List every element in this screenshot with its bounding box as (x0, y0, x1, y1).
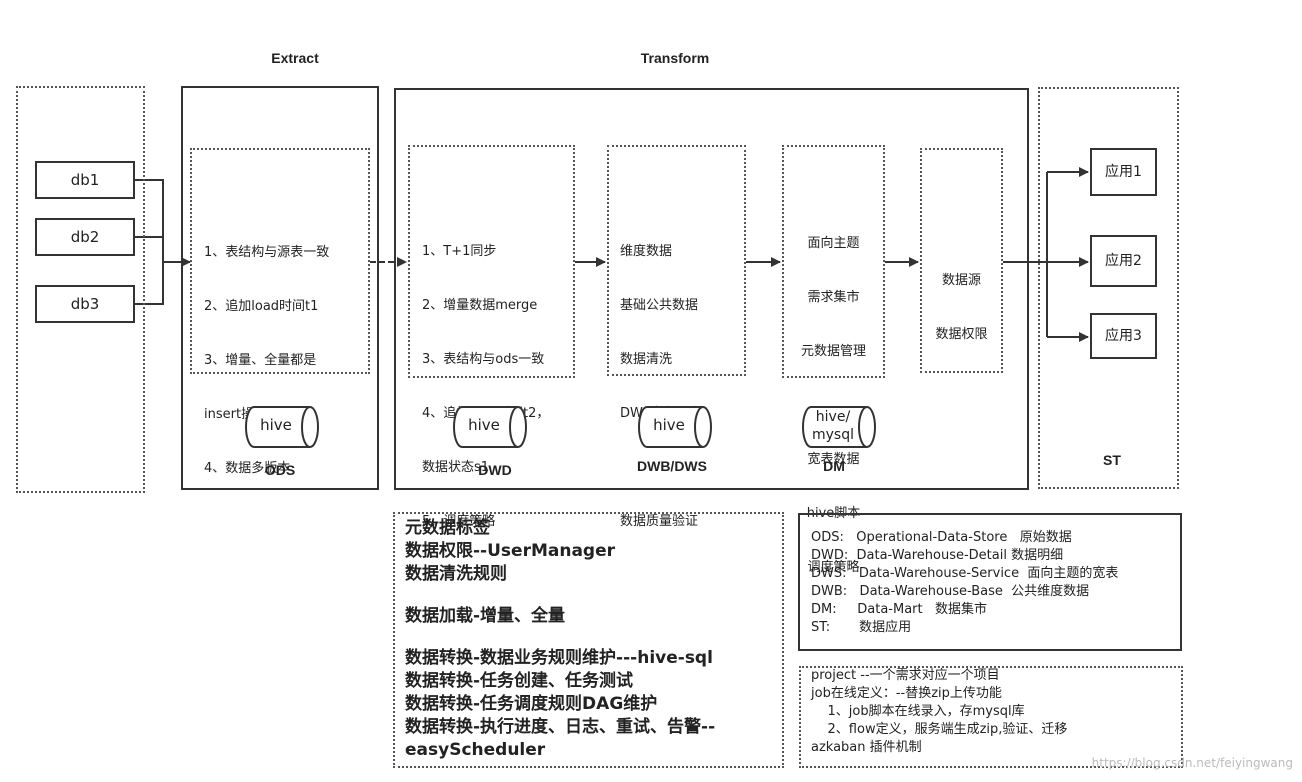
source-db2: db2 (35, 218, 135, 256)
dwb-hive-cylinder-icon (638, 406, 712, 448)
legend-box: ODS: Operational-Data-Store 原始数据 DWD: Da… (798, 513, 1182, 651)
st-label: ST (1103, 452, 1121, 468)
notes-box: project --一个需求对应一个项目 job在线定义：--替换zip上传功能… (799, 666, 1183, 768)
app-3: 应用3 (1090, 313, 1157, 359)
ods-hive-cylinder-icon (245, 406, 319, 448)
dm-store-cylinder-icon (802, 406, 876, 448)
transform-title: Transform (640, 50, 710, 66)
extract-title: Extract (271, 50, 319, 66)
dm-description-box: 面向主题 需求集市 元数据管理 宽表数据 hive脚本 调度策略 (782, 145, 885, 575)
st-container (1038, 87, 1179, 489)
dwb-hive-label: hive (653, 416, 685, 434)
watermark-text: https://blog.csdn.net/feiyingwang (1091, 756, 1293, 770)
app-1: 应用1 (1090, 148, 1157, 196)
dm-description: 面向主题 需求集市 元数据管理 宽表数据 hive脚本 调度策略 (800, 236, 866, 575)
dwd-hive-label: hive (468, 416, 500, 434)
metadata-lines: 元数据标签 数据权限--UserManager 数据清洗规则 数据加载-增量、全… (405, 518, 716, 760)
app-2: 应用2 (1090, 235, 1157, 287)
transform-container (394, 88, 1029, 490)
ods-label: ODS (264, 462, 296, 478)
dm-store-label: hive/ mysql (812, 409, 854, 443)
sources-container (16, 86, 145, 493)
dwb-label: DWB/DWS (637, 458, 707, 474)
ods-hive-label: hive (260, 416, 292, 434)
dwd-label: DWD (478, 462, 512, 478)
ods-description-box: 1、表结构与源表一致 2、追加load时间t1 3、增量、全量都是 insert… (190, 148, 370, 476)
extract-container (181, 86, 379, 490)
dm-label: DM (823, 458, 845, 474)
source-db1: db1 (35, 161, 135, 199)
dwb-description-box: 维度数据 基础公共数据 数据清洗 DWD数据合并 数据质量验证 (607, 145, 746, 529)
dwd-description-box: 1、T+1同步 2、增量数据merge 3、表结构与ods一致 4、追加load… (408, 145, 575, 529)
datasource-description: 数据源 数据权限 (935, 273, 988, 342)
datasource-box: 数据源 数据权限 (920, 148, 1003, 373)
legend-lines: ODS: Operational-Data-Store 原始数据 DWD: Da… (811, 530, 1119, 635)
notes-lines: project --一个需求对应一个项目 job在线定义：--替换zip上传功能… (811, 668, 1068, 755)
metadata-box: 元数据标签 数据权限--UserManager 数据清洗规则 数据加载-增量、全… (393, 512, 784, 768)
dwd-hive-cylinder-icon (453, 406, 527, 448)
source-db3: db3 (35, 285, 135, 323)
